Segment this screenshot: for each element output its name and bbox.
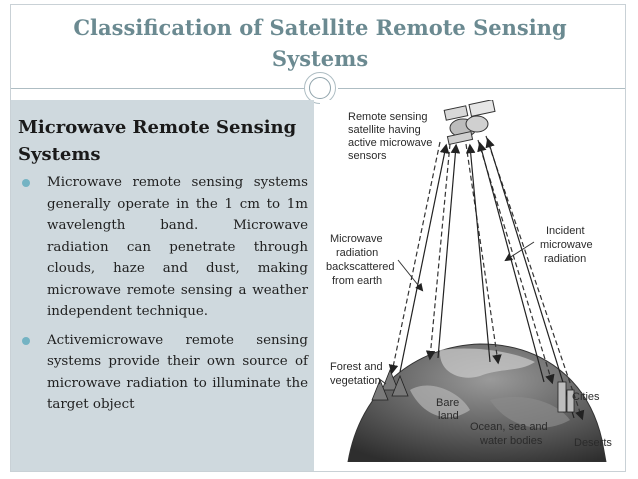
backscatter-label: Microwave radiation backscattered from e…: [326, 233, 398, 287]
label-pointers: [377, 241, 535, 385]
title-divider-right: [338, 88, 625, 89]
forest-icon: [371, 368, 409, 401]
slide-frame: [10, 4, 626, 472]
bullet-dot-icon: [22, 179, 30, 187]
backscatter-rays: [399, 137, 575, 419]
title-divider-left: [11, 88, 304, 89]
bullet-item: Activemicrowave remote sensing systems p…: [18, 330, 308, 416]
incident-label: Incident microwave radiation: [540, 225, 596, 265]
bare-land-label: Bare land: [436, 397, 462, 422]
bullet-text: Activemicrowave remote sensing systems p…: [47, 332, 308, 413]
bullet-item: Microwave remote sensing systems general…: [18, 172, 308, 323]
diagram-svg: Remote sensing satellite having active m…: [326, 100, 612, 462]
earth-ocean-patch: [490, 396, 570, 428]
cities-icon: [557, 381, 575, 413]
deserts-label: Deserts: [574, 437, 612, 449]
bullet-dot-icon: [22, 336, 30, 345]
ocean-label: Ocean, sea and water bodies: [470, 421, 551, 447]
earth-continent-patch: [439, 348, 535, 378]
satellite-icon: [443, 100, 496, 146]
text-panel: [11, 100, 314, 471]
forest-label: Forest and vegetation: [330, 361, 386, 387]
section-heading: Microwave Remote Sensing Systems: [18, 117, 297, 165]
satellite-label: Remote sensing satellite having active m…: [348, 111, 435, 162]
bullet-text: Microwave remote sensing systems general…: [47, 175, 308, 319]
slide-title: Classification of Satellite Remote Sensi…: [73, 15, 567, 71]
remote-sensing-diagram: Remote sensing satellite having active m…: [320, 100, 625, 462]
bullet-list: Microwave remote sensing systems general…: [18, 172, 308, 423]
cities-label: Cities: [572, 391, 600, 403]
earth-land-patch: [410, 385, 470, 418]
